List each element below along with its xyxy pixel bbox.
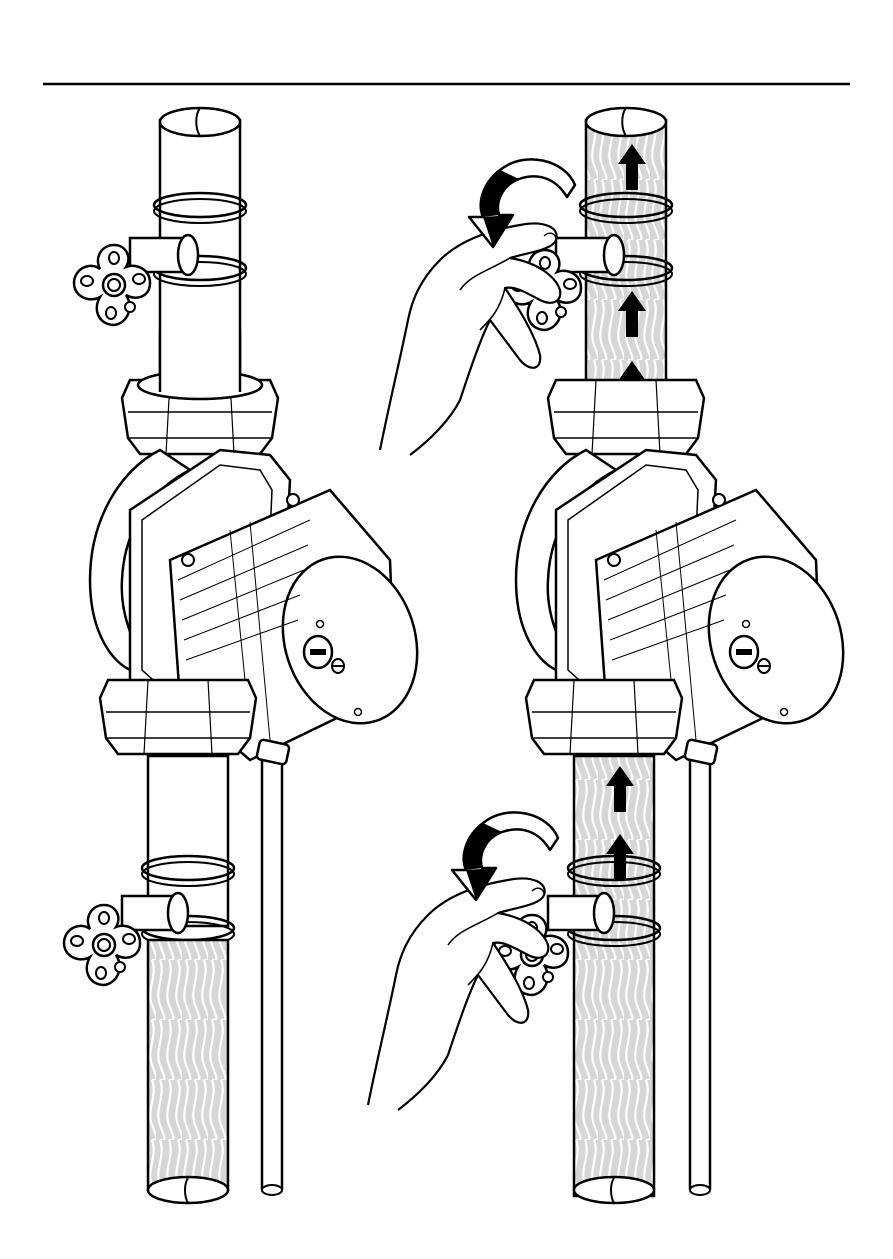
panel-after bbox=[368, 108, 864, 1203]
power-cable bbox=[684, 739, 718, 1195]
union-nut bbox=[548, 380, 704, 454]
power-cable bbox=[256, 739, 290, 1195]
union-nut bbox=[526, 680, 682, 754]
hand-icon bbox=[368, 878, 548, 1110]
union-nut bbox=[100, 680, 256, 754]
